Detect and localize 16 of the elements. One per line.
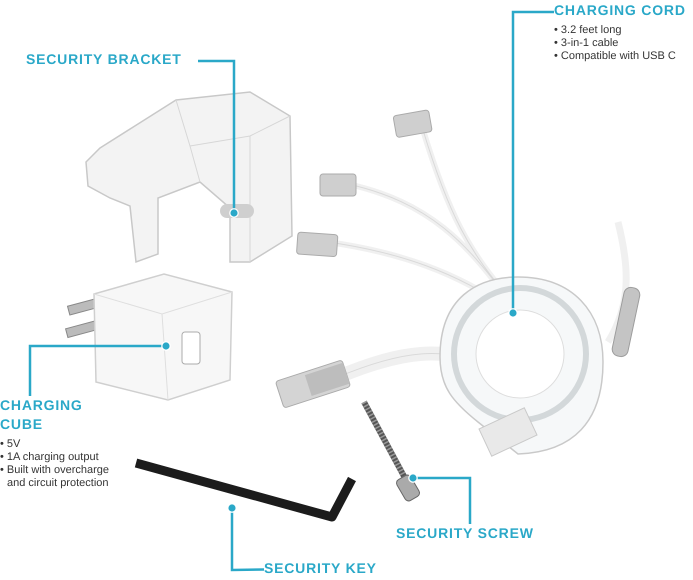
- callout-heading: SECURITY KEY: [264, 559, 378, 578]
- bullet-text: • 3.2 feet long: [554, 24, 622, 37]
- bullet-text: • Built with overcharge and circuit protection: [0, 464, 110, 490]
- leader-line: [508, 10, 554, 318]
- callout-heading: SECURITY BRACKET: [26, 50, 183, 69]
- callout-heading: CHARGING CUBE: [0, 396, 84, 434]
- callout-heading: SECURITY SCREW: [396, 524, 535, 543]
- bullet-text: • 3-in-1 cable: [554, 37, 620, 50]
- bullet-text: • 1A charging output: [0, 451, 100, 464]
- leader-line: [408, 473, 472, 524]
- leader-line: [198, 60, 239, 218]
- leader-line: [227, 503, 264, 572]
- leader-line: [28, 341, 171, 396]
- callout-heading: CHARGING CORD: [554, 1, 687, 20]
- bullet-text: • 5V: [0, 438, 22, 451]
- bullet-text: • Compatible with USB C: [554, 50, 677, 63]
